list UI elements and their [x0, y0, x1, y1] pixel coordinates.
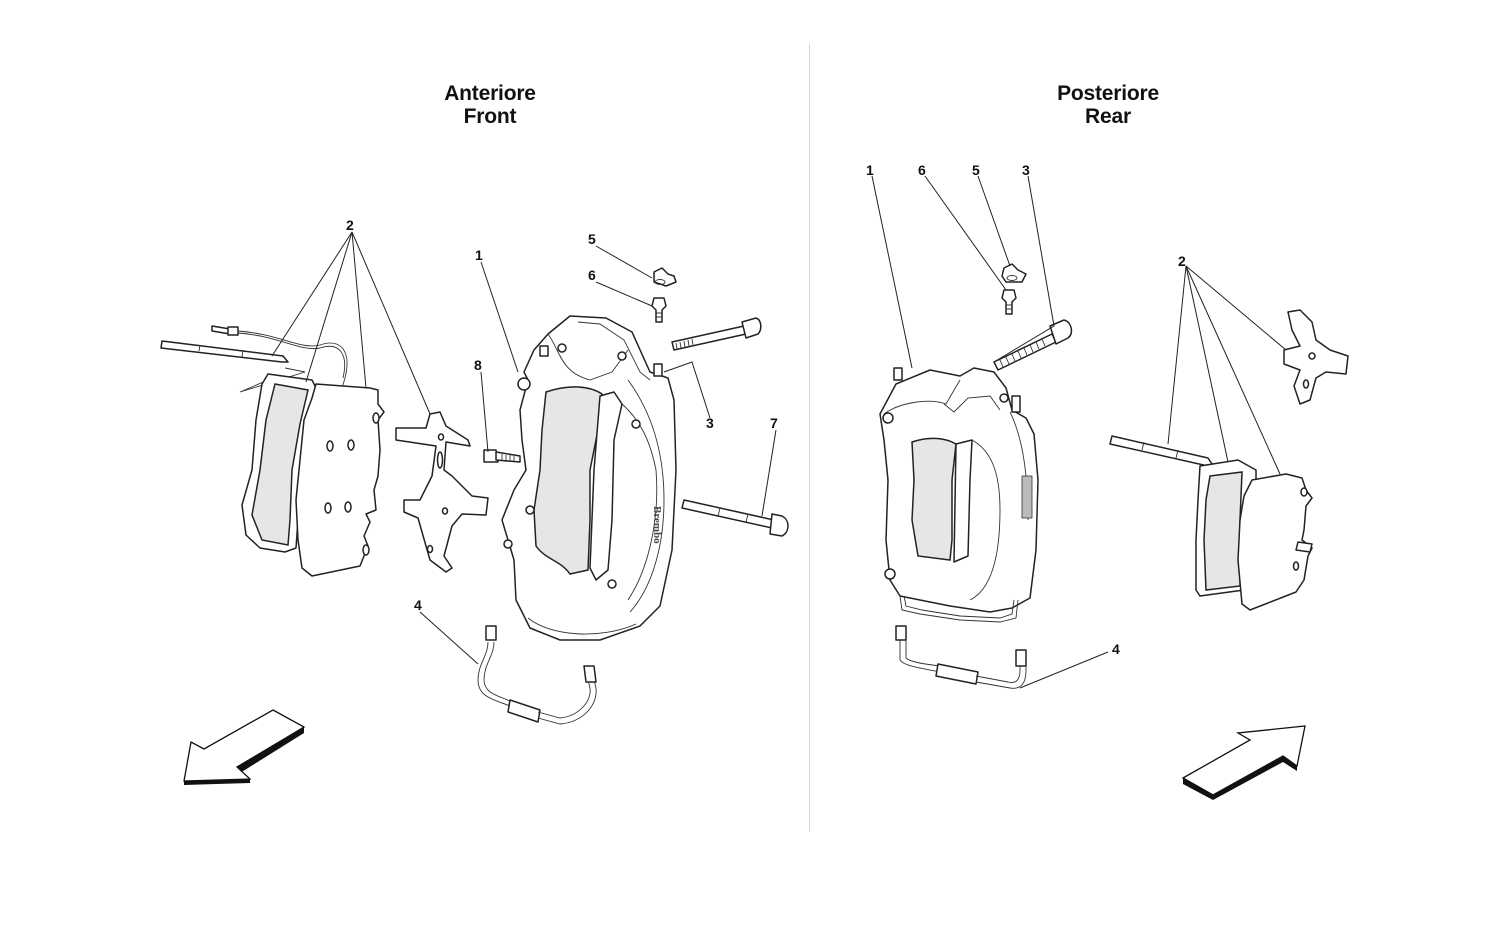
- front-brake-pad-inner[interactable]: [241, 373, 319, 553]
- rear-anti-rattle-spring[interactable]: [1283, 309, 1349, 405]
- rear-bleed-screw-6[interactable]: [1001, 289, 1017, 315]
- section-divider: [809, 44, 810, 832]
- rear-assembly: 1 6 5 3 2 4: [866, 162, 1349, 800]
- front-callout-1[interactable]: 1: [475, 247, 483, 263]
- front-callout-3[interactable]: 3: [706, 415, 714, 431]
- rear-title-english: Rear: [1085, 105, 1131, 128]
- front-callout-8[interactable]: 8: [474, 357, 482, 373]
- front-callout-5[interactable]: 5: [588, 231, 596, 247]
- rear-direction-arrow-icon: [1181, 725, 1306, 800]
- front-brake-pipe-4[interactable]: [477, 625, 597, 725]
- rear-callout-4[interactable]: 4: [1112, 641, 1120, 657]
- front-callout-4[interactable]: 4: [414, 597, 422, 613]
- front-bleed-screw-cap-5[interactable]: [653, 267, 677, 287]
- front-brake-caliper[interactable]: Brembo: [501, 315, 677, 641]
- front-bleed-screw-6[interactable]: [651, 297, 667, 323]
- rear-caliper-brand-plate: [1021, 475, 1033, 519]
- rear-brake-caliper[interactable]: [879, 367, 1039, 623]
- rear-caliper-bolt-3[interactable]: [993, 319, 1073, 371]
- front-wear-sensor-wire[interactable]: [211, 325, 348, 389]
- rear-callouts: 1 6 5 3 2 4: [866, 162, 1186, 657]
- front-brake-pad-outer[interactable]: [295, 383, 385, 577]
- front-section-title: Anteriore Front: [390, 82, 590, 128]
- front-leader-lines: [271, 231, 777, 665]
- front-caliper-brand-mark: Brembo: [651, 506, 663, 544]
- rear-callout-6[interactable]: 6: [918, 162, 926, 178]
- rear-callout-1[interactable]: 1: [866, 162, 874, 178]
- front-callout-7[interactable]: 7: [770, 415, 778, 431]
- rear-title-italian: Posteriore: [1057, 82, 1159, 105]
- front-anti-rattle-spring[interactable]: [395, 411, 489, 573]
- rear-callout-5[interactable]: 5: [972, 162, 980, 178]
- front-bolt-8[interactable]: [483, 449, 521, 463]
- front-callouts: 2 1 5 6 3 7 8 4: [346, 217, 778, 613]
- front-callout-2[interactable]: 2: [346, 217, 354, 233]
- front-caliper-bolt-3[interactable]: [671, 317, 762, 351]
- rear-pad-retaining-pin[interactable]: [1109, 435, 1213, 467]
- rear-section-title: Posteriore Rear: [1008, 82, 1208, 128]
- rear-callout-2[interactable]: 2: [1178, 253, 1186, 269]
- front-title-italian: Anteriore: [444, 82, 536, 105]
- rear-bleed-screw-cap-5[interactable]: [1001, 263, 1027, 283]
- rear-brake-pad-outer[interactable]: [1237, 473, 1313, 611]
- rear-brake-pipe-4[interactable]: [895, 625, 1027, 689]
- front-pad-retaining-pin[interactable]: [160, 340, 289, 363]
- front-caliper-bolt-7[interactable]: [681, 499, 789, 537]
- rear-callout-3[interactable]: 3: [1022, 162, 1030, 178]
- front-assembly: Brembo: [160, 217, 789, 785]
- rear-leader-lines: [871, 175, 1287, 689]
- front-callout-6[interactable]: 6: [588, 267, 596, 283]
- front-title-english: Front: [463, 105, 517, 128]
- front-direction-arrow-icon: [183, 709, 306, 785]
